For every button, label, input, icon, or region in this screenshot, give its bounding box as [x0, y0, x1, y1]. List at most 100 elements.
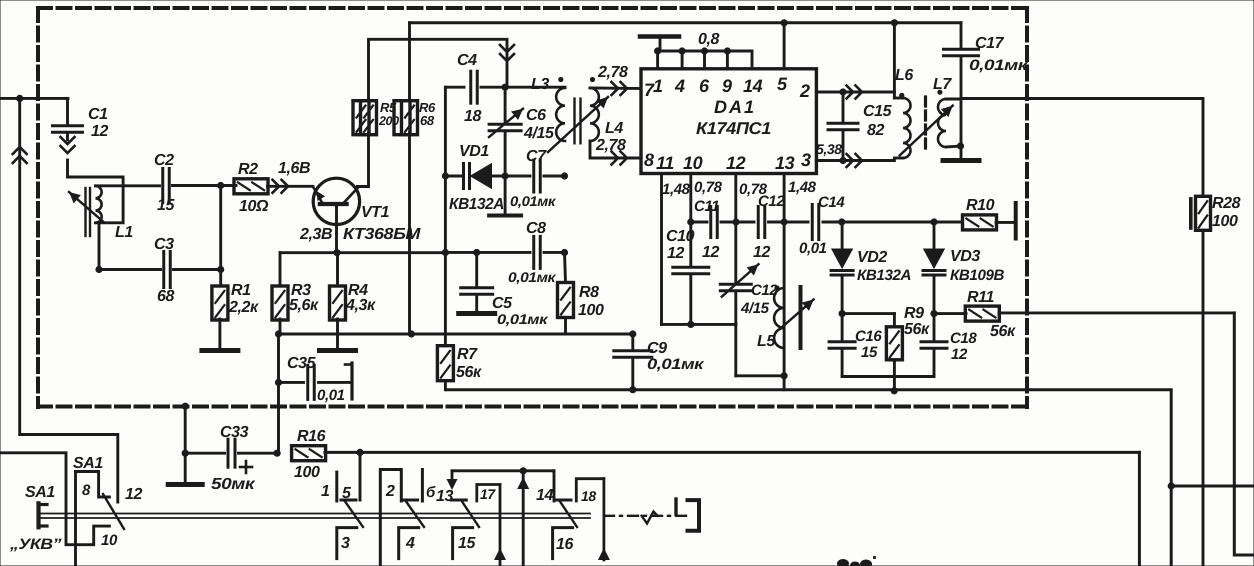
svg-text:17: 17	[480, 486, 496, 502]
svg-text:4,3к: 4,3к	[345, 297, 376, 314]
svg-text:C10: C10	[666, 228, 695, 245]
svg-text:1,48: 1,48	[662, 181, 691, 198]
svg-text:L7: L7	[933, 76, 952, 93]
svg-text:0,01мк: 0,01мк	[969, 57, 1029, 74]
svg-text:C14: C14	[818, 194, 845, 211]
svg-text:DA1: DA1	[714, 97, 756, 117]
svg-text:0,78: 0,78	[739, 181, 768, 198]
svg-text:12: 12	[91, 123, 108, 140]
svg-text:C1: C1	[88, 106, 108, 123]
svg-text:16: 16	[556, 536, 573, 553]
svg-text:7: 7	[644, 80, 655, 100]
svg-text:14: 14	[536, 487, 553, 504]
svg-text:3: 3	[801, 150, 811, 170]
svg-text:4: 4	[674, 76, 685, 96]
svg-text:12: 12	[702, 244, 719, 261]
svg-text:1: 1	[321, 483, 330, 500]
svg-text:L4: L4	[605, 120, 623, 137]
svg-text:10Ω: 10Ω	[239, 198, 269, 215]
svg-text:6: 6	[699, 76, 710, 96]
svg-text:4/15: 4/15	[740, 300, 770, 317]
svg-text:12: 12	[667, 245, 684, 262]
svg-text:2,3В: 2,3В	[299, 226, 332, 243]
svg-text:3: 3	[341, 535, 350, 552]
svg-text:12: 12	[753, 244, 770, 261]
svg-text:1,6В: 1,6В	[278, 160, 310, 177]
svg-text:11: 11	[656, 153, 674, 173]
svg-text:К174ПС1: К174ПС1	[696, 119, 771, 138]
svg-text:56к: 56к	[904, 321, 930, 338]
svg-text:C9: C9	[647, 340, 667, 357]
svg-text:0,01мк: 0,01мк	[497, 311, 549, 327]
svg-text:82: 82	[867, 122, 884, 139]
svg-text:68: 68	[420, 113, 435, 128]
svg-text:C15: C15	[863, 103, 893, 120]
svg-text:0,8: 0,8	[698, 31, 720, 48]
svg-text:б: б	[426, 484, 436, 501]
svg-text:VD3: VD3	[950, 248, 980, 265]
svg-text:КТ368БМ: КТ368БМ	[343, 226, 421, 243]
svg-text:VT1: VT1	[361, 204, 390, 221]
svg-text:56к: 56к	[456, 364, 482, 381]
svg-text:R11: R11	[967, 289, 994, 306]
svg-text:C4: C4	[457, 52, 477, 69]
svg-text:L6: L6	[895, 67, 913, 84]
svg-text:C5: C5	[492, 295, 513, 312]
svg-text:2,78: 2,78	[597, 64, 628, 81]
svg-text:100: 100	[578, 302, 604, 319]
svg-text:14: 14	[743, 76, 763, 96]
svg-text:100: 100	[294, 464, 320, 481]
svg-text:15: 15	[157, 197, 175, 214]
svg-text:100: 100	[1212, 213, 1238, 230]
svg-text:R6: R6	[419, 100, 436, 115]
svg-text:КВ109В: КВ109В	[950, 267, 1005, 284]
svg-text:R8: R8	[579, 284, 599, 301]
svg-text:12: 12	[125, 486, 142, 503]
svg-text:C7: C7	[526, 148, 547, 165]
svg-text:R7: R7	[457, 346, 478, 363]
svg-text:R5: R5	[380, 100, 397, 115]
svg-text:C2: C2	[154, 152, 174, 169]
svg-text:C35: C35	[287, 355, 317, 372]
svg-text:L1: L1	[115, 224, 133, 241]
svg-text:КВ132А: КВ132А	[857, 267, 911, 284]
svg-text:L3: L3	[531, 76, 549, 93]
svg-text:1,48: 1,48	[788, 179, 817, 196]
svg-text:R4: R4	[348, 282, 368, 299]
svg-text:12: 12	[726, 153, 746, 173]
svg-text:1: 1	[653, 76, 663, 96]
svg-text:R9: R9	[904, 305, 924, 322]
svg-text:C11: C11	[694, 198, 719, 215]
svg-text:200: 200	[378, 114, 399, 128]
svg-text:R10: R10	[966, 197, 995, 214]
svg-text:C33: C33	[220, 424, 249, 441]
svg-text:R1: R1	[231, 282, 251, 299]
svg-text:0,01: 0,01	[317, 387, 345, 404]
svg-text:С6: С6	[526, 107, 546, 124]
svg-text:C3: C3	[154, 236, 174, 253]
svg-text:50мк: 50мк	[211, 476, 256, 493]
svg-text:9: 9	[722, 76, 732, 96]
svg-text:C8: C8	[526, 220, 546, 237]
svg-text:0,01мк: 0,01мк	[508, 269, 556, 285]
svg-text:SA1: SA1	[73, 455, 103, 472]
svg-text:5: 5	[342, 485, 352, 502]
svg-text:0,01: 0,01	[799, 240, 827, 257]
svg-text:5,38: 5,38	[816, 141, 842, 157]
svg-text:18: 18	[581, 488, 596, 504]
svg-text:C12: C12	[758, 193, 785, 210]
svg-text:SA1: SA1	[25, 484, 55, 501]
svg-text:15: 15	[458, 535, 476, 552]
svg-text:4/15: 4/15	[523, 125, 555, 142]
svg-text:0,01мк: 0,01мк	[510, 193, 556, 209]
svg-text:13: 13	[775, 153, 795, 173]
svg-text:R28: R28	[1212, 195, 1241, 212]
svg-text:5: 5	[777, 74, 788, 94]
svg-text:R3: R3	[291, 282, 311, 299]
svg-text:56к: 56к	[990, 323, 1016, 340]
svg-text:2,78: 2,78	[595, 137, 626, 154]
svg-text:C12: C12	[751, 282, 778, 299]
svg-text:15: 15	[861, 344, 878, 361]
svg-text:VD2: VD2	[857, 249, 887, 266]
svg-text:10: 10	[101, 532, 118, 549]
